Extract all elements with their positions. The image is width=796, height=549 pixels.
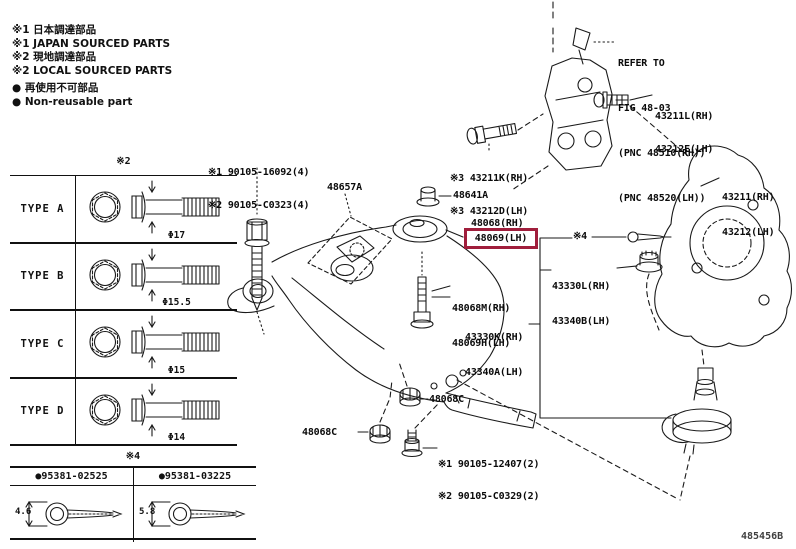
- bolt-diameter: Φ14: [167, 432, 186, 443]
- legend-line: ※2 現地調達部品: [12, 51, 97, 63]
- front-bolt-drawing: [244, 167, 270, 335]
- part-number: 43211L(RH): [655, 111, 714, 122]
- upper-nut-drawing: [398, 361, 429, 407]
- part-number: 43330K(RH): [465, 332, 524, 343]
- callout-48641A[interactable]: 48641A: [453, 190, 488, 201]
- table-row: TYPE C Φ15: [10, 311, 237, 379]
- callout-43211L[interactable]: 43211L(RH) 43212E(LH): [655, 89, 713, 177]
- cotter-ref-label: ※4: [573, 231, 587, 242]
- pin-dimension: 5.8: [139, 507, 156, 517]
- lower-nut-drawing: [357, 379, 393, 444]
- strut-bracket-drawing: [511, 1, 617, 191]
- castle-nut-drawing: [635, 250, 663, 331]
- bolt-illustration-cell: Φ14: [76, 379, 237, 445]
- pin-dimension: 4.6: [15, 507, 32, 517]
- callout-bracket-lines: [445, 229, 672, 419]
- cotter-pin-table: ●95381-02525 ●95381-03225 4.6 5.8: [10, 466, 256, 542]
- callout-90105-12407[interactable]: ※1 90105-12407(2) ※2 90105-C0329(2): [438, 439, 540, 523]
- refer-to-note[interactable]: REFER TO FIG 48-03 (PNC 48510(RH)) (PNC …: [618, 26, 706, 236]
- highlighted-part-box[interactable]: 48069(LH): [464, 228, 538, 249]
- bolt-illustration-cell: Φ15.5: [76, 244, 237, 310]
- bolt-icon: [82, 382, 232, 438]
- rear-nut-drawing: [416, 186, 452, 207]
- pin-table-header: ※4: [125, 451, 141, 462]
- part-number: 43340A(LH): [465, 366, 524, 378]
- strut-bolt-drawing: [593, 91, 689, 157]
- callout-48069-lh: 48069(LH): [474, 233, 528, 244]
- part-number: 43212(LH): [722, 226, 775, 238]
- callout-48068M[interactable]: 48068M(RH) 48069H(LH): [452, 280, 510, 372]
- control-arm-drawing: [227, 215, 537, 429]
- knuckle-drawing: [654, 145, 793, 367]
- bolt-illustration-cell: Φ15: [76, 311, 237, 377]
- type-label: TYPE A: [10, 176, 76, 242]
- callout-48657A[interactable]: 48657A: [327, 182, 362, 193]
- type-label: TYPE C: [10, 311, 76, 377]
- bolt-icon: [82, 247, 232, 303]
- cotter-pin-icon: [627, 231, 665, 243]
- part-number: 43211(RH): [722, 192, 775, 203]
- callout-48068C-upper[interactable]: 48068C: [429, 394, 464, 405]
- part-number: ※3 43212D(LH): [450, 206, 529, 217]
- bolt-type-table: TYPE A Φ17 TYPE B Φ15.5 TYPE C Φ15 TYPE …: [10, 175, 237, 446]
- pin-illustration-cell: 4.6: [10, 486, 133, 542]
- part-number: ※2 90105-C0329(2): [438, 490, 540, 502]
- legend-line: ※2 LOCAL SOURCED PARTS: [12, 64, 173, 77]
- knuckle-bolt-drawing: [466, 123, 518, 145]
- refer-to-line: FIG 48-03: [618, 103, 671, 114]
- table-row: TYPE A Φ17: [10, 176, 237, 244]
- part-number: ※2 90105-C0323(4): [208, 200, 310, 211]
- pin-illustration-cell: 5.8: [133, 486, 256, 542]
- callout-90105-16092[interactable]: ※1 90105-16092(4) ※2 90105-C0323(4): [208, 145, 310, 233]
- part-number: ※1 90105-16092(4): [208, 167, 310, 178]
- part-number: ※3 43211K(RH): [450, 173, 529, 184]
- table-row: TYPE D Φ14: [10, 378, 237, 446]
- part-number: 43340B(LH): [552, 315, 611, 327]
- legend-line: ※1 JAPAN SOURCED PARTS: [12, 37, 171, 50]
- knuckle-bolt-dash: [517, 113, 544, 131]
- ball-joint-drawing: [661, 367, 732, 501]
- legend-line: ※1 日本調達部品: [12, 24, 97, 36]
- callout-43330K[interactable]: 43330K(RH) 43340A(LH): [465, 309, 523, 401]
- pin-part-number[interactable]: ●95381-02525: [10, 468, 133, 486]
- arm-set-bolt-drawing: [410, 251, 451, 329]
- refer-to-line: REFER TO: [618, 58, 665, 69]
- cotter-position-dash: [456, 379, 677, 499]
- part-number: 43330L(RH): [552, 281, 611, 292]
- table-row: TYPE B Φ15.5: [10, 243, 237, 311]
- stab-bolt-drawing: [401, 403, 439, 458]
- part-number: ※1 90105-12407(2): [438, 459, 540, 470]
- refer-to-line: (PNC 48510(RH)): [618, 148, 706, 159]
- bolt-diameter: Φ15: [167, 364, 186, 376]
- type-label: TYPE B: [10, 243, 76, 309]
- legend-line: ● 再使用不可部品: [12, 82, 99, 94]
- bolt-icon: [82, 314, 232, 370]
- part-number: 48068M(RH): [452, 303, 511, 314]
- callout-48068-rh[interactable]: 48068(RH): [471, 218, 524, 229]
- bolt-diameter: Φ15.5: [162, 297, 191, 308]
- bolt-illustration-cell: Φ17: [76, 176, 237, 242]
- type-table-header: ※2: [116, 156, 131, 167]
- legend-line: ● Non-reusable part: [12, 95, 133, 108]
- type-label: TYPE D: [10, 378, 76, 444]
- callout-43330L[interactable]: 43330L(RH) 43340B(LH): [552, 258, 610, 350]
- part-number: 48069H(LH): [452, 337, 511, 349]
- refer-to-line: (PNC 48520(LH)): [618, 193, 706, 204]
- callout-43211[interactable]: 43211(RH) 43212(LH): [722, 169, 775, 261]
- legend: ※1 日本調達部品 ※1 JAPAN SOURCED PARTS ※2 現地調達…: [12, 24, 172, 109]
- callout-43211K[interactable]: ※3 43211K(RH) ※3 43212D(LH): [450, 151, 528, 239]
- plate-48657A-drawing: [307, 193, 393, 285]
- callout-48068C-lower[interactable]: 48068C: [302, 427, 337, 438]
- part-number: 43212E(LH): [655, 144, 714, 155]
- drawing-number: 485456B: [741, 531, 784, 542]
- pin-part-number[interactable]: ●95381-03225: [133, 468, 256, 486]
- bolt-diameter: Φ17: [167, 229, 186, 241]
